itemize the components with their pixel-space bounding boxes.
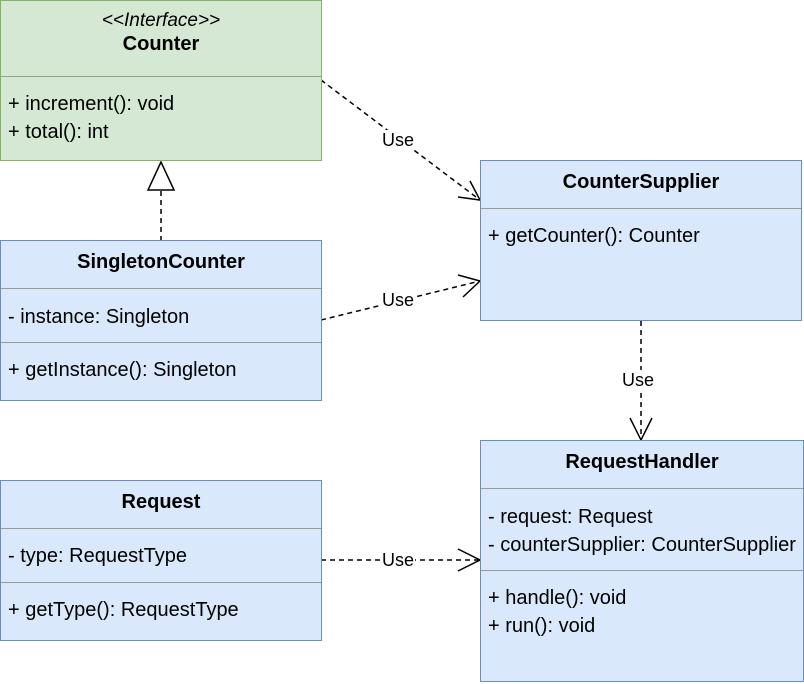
divider	[1, 528, 321, 529]
open-arrowhead-icon	[457, 180, 482, 201]
attribute-row: - type: RequestType	[8, 545, 187, 567]
class-counter-supplier[interactable]: CounterSupplier + getCounter(): Counter	[480, 160, 802, 321]
divider	[1, 288, 321, 289]
method-row: + getType(): RequestType	[8, 599, 239, 621]
class-name: RequestHandler	[565, 451, 719, 473]
method-row: + increment(): void	[8, 93, 175, 115]
class-singleton-counter[interactable]: SingletonCounter - instance: Singleton +…	[0, 240, 322, 401]
edge-label-supplier-handler: Use	[621, 370, 656, 390]
method-row: + getCounter(): Counter	[488, 225, 700, 247]
hollow-triangle-icon	[146, 160, 176, 191]
class-name: SingletonCounter	[77, 251, 245, 273]
divider	[1, 582, 321, 583]
class-request[interactable]: Request - type: RequestType + getType():…	[0, 480, 322, 641]
method-row: + getInstance(): Singleton	[8, 359, 237, 381]
divider	[481, 208, 801, 209]
divider	[1, 76, 321, 77]
attribute-row: - request: Request	[488, 506, 653, 528]
attribute-row: - instance: Singleton	[8, 306, 190, 328]
class-counter[interactable]: <<Interface>> Counter + increment(): voi…	[0, 0, 322, 161]
edge-label-request-handler: Use	[381, 550, 416, 570]
stereotype-label: <<Interface>>	[101, 10, 221, 31]
divider	[1, 342, 321, 343]
class-request-handler[interactable]: RequestHandler - request: Request - coun…	[480, 440, 804, 682]
edge-label-singleton-supplier: Use	[381, 290, 416, 310]
class-name: Request	[121, 491, 201, 513]
method-row: + total(): int	[8, 121, 109, 143]
attribute-row: - counterSupplier: CounterSupplier	[488, 534, 796, 556]
edge-label-counter-supplier: Use	[381, 130, 416, 150]
divider	[481, 488, 803, 489]
method-row: + run(): void	[488, 615, 596, 637]
class-name: Counter	[122, 33, 200, 55]
method-row: + handle(): void	[488, 587, 627, 609]
class-name: CounterSupplier	[562, 171, 720, 193]
divider	[481, 570, 803, 571]
